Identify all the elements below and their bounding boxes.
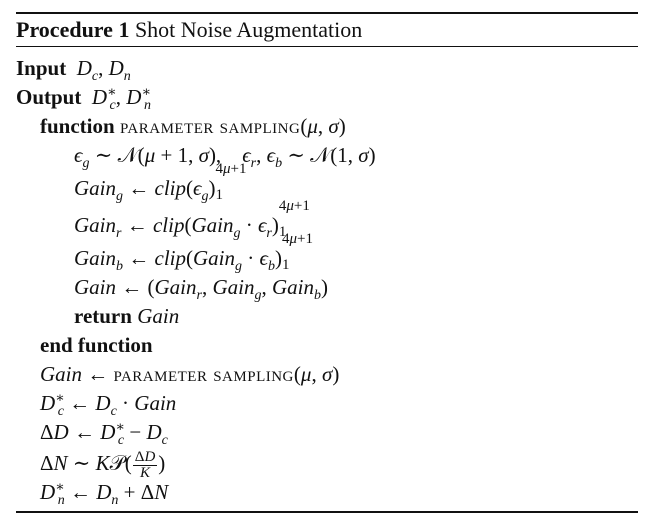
return-line: return Gain	[74, 302, 179, 330]
top-rule	[16, 12, 638, 14]
input-keyword: Input	[16, 56, 67, 80]
end-function-line: end function	[40, 331, 153, 359]
output-line: Output D∗c, D∗n	[16, 85, 151, 114]
procedure-caption: Procedure 1 Shot Noise Augmentation	[16, 16, 362, 44]
dc-star-line: D∗c ← Dc · Gain	[40, 391, 177, 420]
return-value: Gain	[137, 304, 180, 328]
function-keyword: function	[40, 114, 115, 138]
epsilon-line: ϵg ∼ 𝒩(μ + 1, σ), ϵr, ϵb ∼ 𝒩(1, σ)	[74, 143, 376, 172]
caption-title: Shot Noise Augmentation	[134, 17, 363, 42]
call-name: parameter sampling	[113, 362, 294, 386]
function-line: function parameter sampling(μ, σ)	[40, 114, 346, 138]
delta-d-line: ΔD ← D∗c − Dc	[40, 420, 168, 449]
dn-star-line: D∗n ← Dn + ΔN	[40, 480, 169, 509]
end-function-keyword: end function	[40, 333, 153, 357]
function-name: parameter sampling	[119, 114, 301, 138]
call-line: Gain ← parameter sampling(μ, σ)	[40, 362, 340, 386]
input-line: Input Dc, Dn	[16, 56, 131, 85]
caption-label: Procedure 1	[16, 17, 130, 42]
return-keyword: return	[74, 304, 132, 328]
output-keyword: Output	[16, 85, 82, 109]
bottom-rule	[16, 511, 638, 513]
caption-rule	[16, 46, 638, 47]
gain-tuple-line: Gain ← (Gainr, Gaing, Gainb)	[74, 275, 328, 304]
